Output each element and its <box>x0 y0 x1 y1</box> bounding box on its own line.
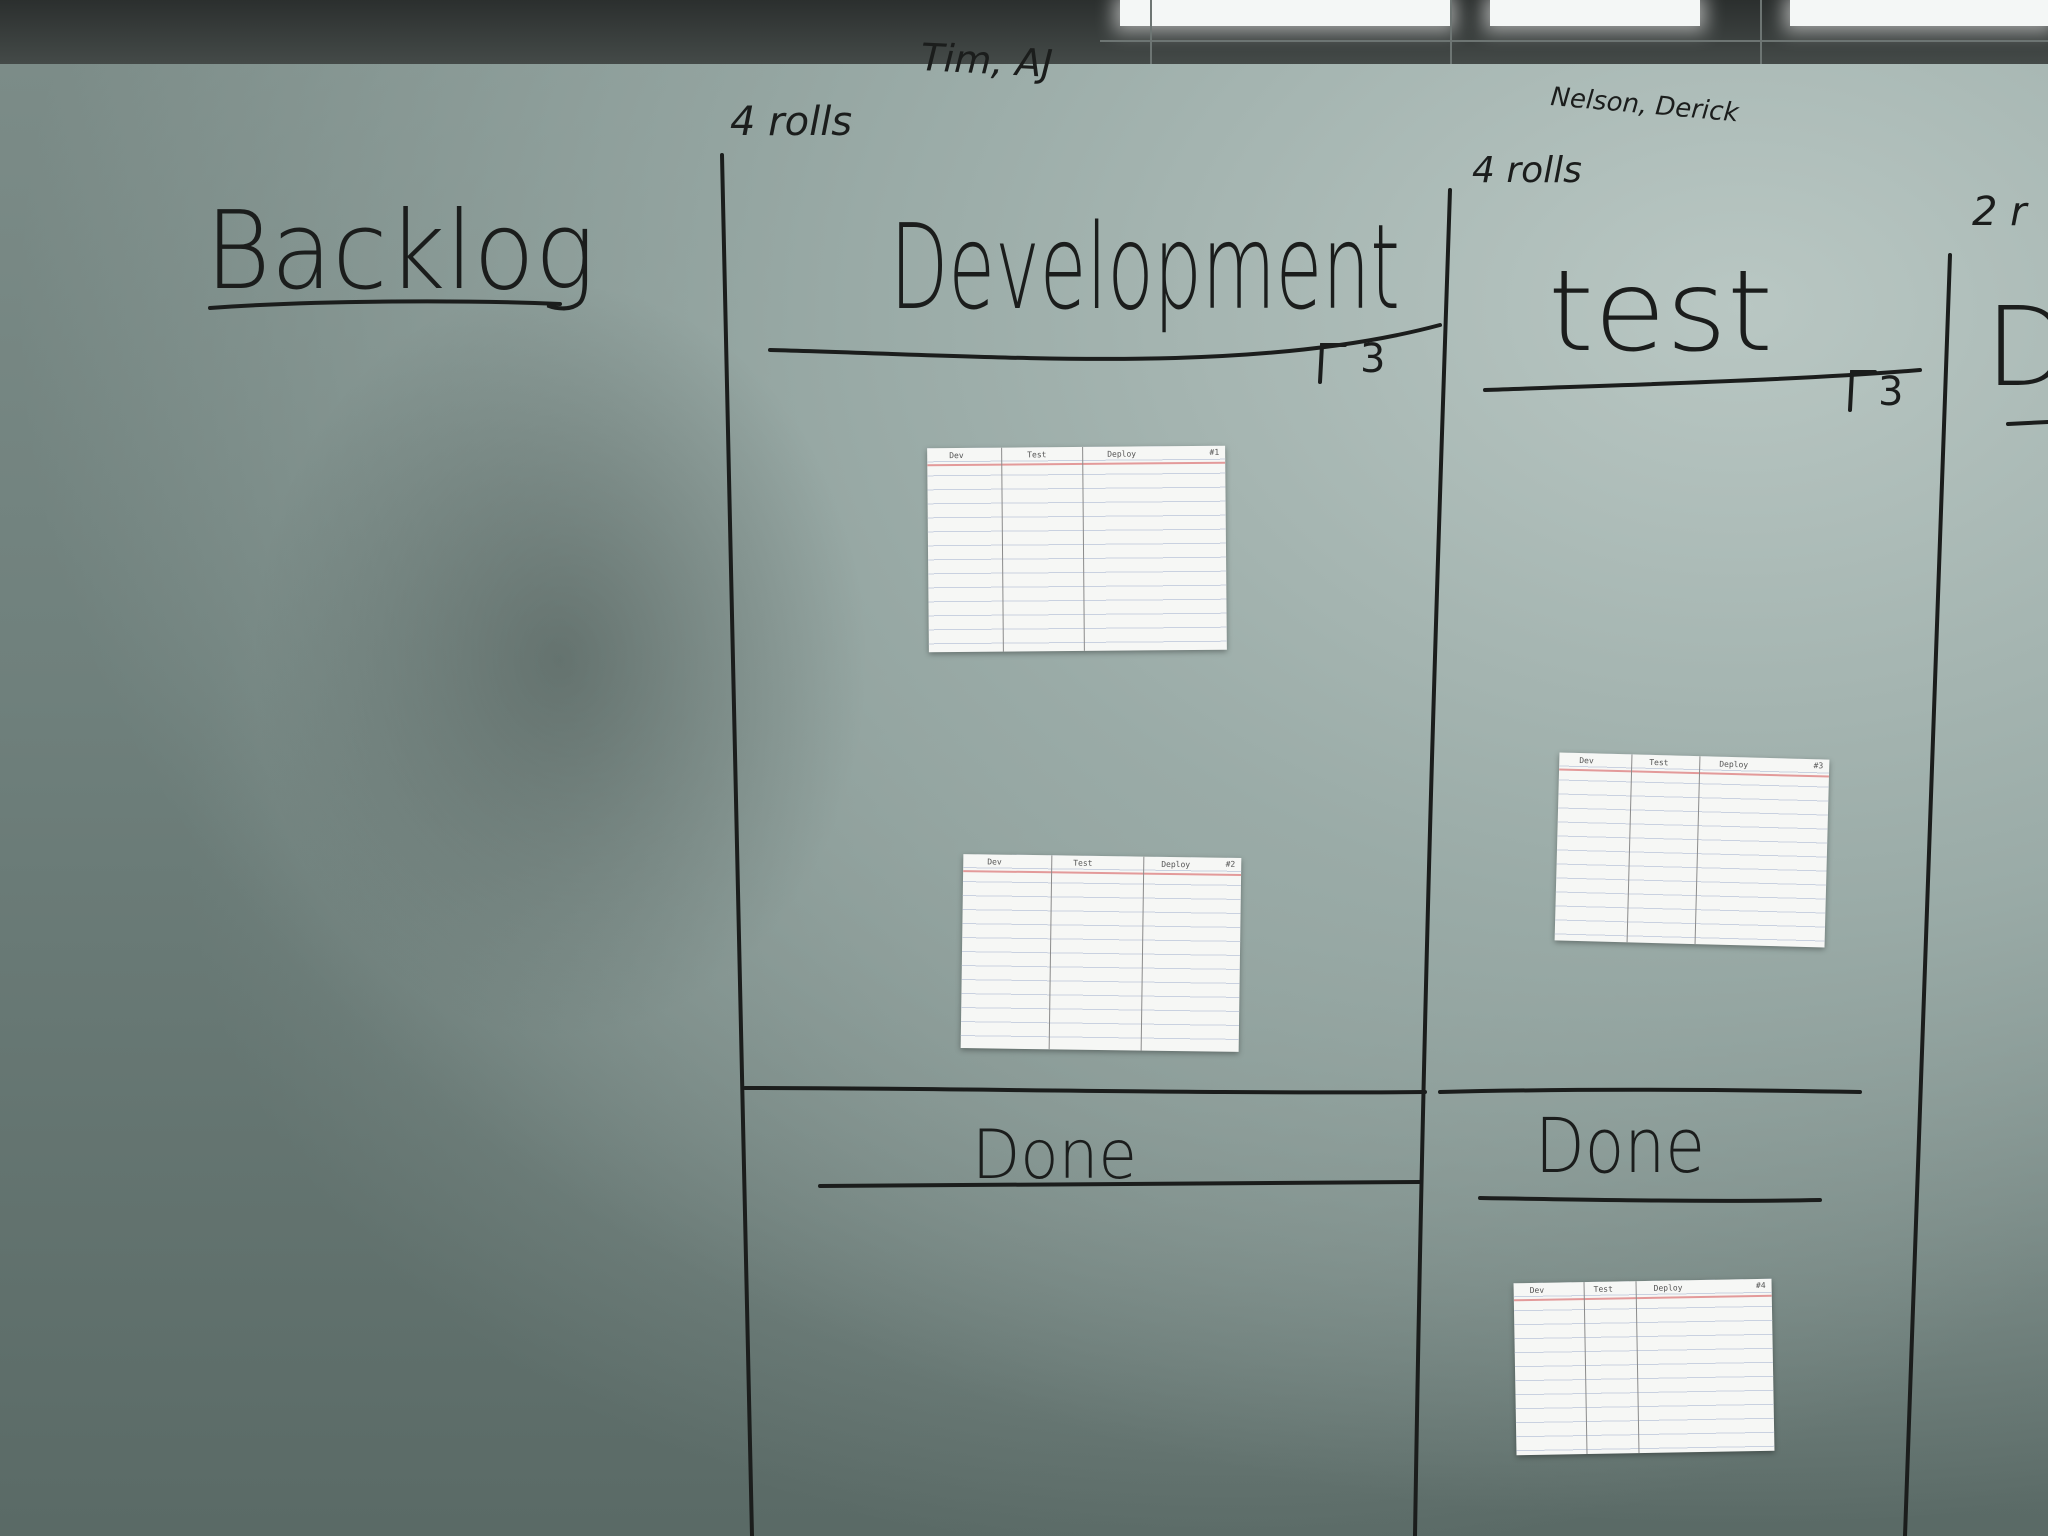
card-header-line <box>963 854 1242 876</box>
card-header-test: Test <box>1649 757 1669 768</box>
column-divider-dev-test <box>1413 188 1452 1536</box>
index-card[interactable]: Dev Test Deploy #3 <box>1554 752 1830 948</box>
dev-team-names: Tim, AJ <box>920 35 1054 86</box>
ceiling-grid <box>1150 0 1152 64</box>
card-column-line <box>1635 1281 1640 1454</box>
ceiling-grid <box>1100 40 2048 42</box>
card-number: #2 <box>1225 859 1236 869</box>
column-divider-backlog-dev <box>720 153 754 1536</box>
test-done-underline <box>1478 1196 1822 1203</box>
dev-done-divider <box>743 1086 1427 1095</box>
wip-limit-test-mark <box>1848 370 1877 412</box>
card-header-deploy: Deploy <box>1719 759 1749 770</box>
backlog-heading: Backlog <box>205 189 595 314</box>
card-column-line <box>1694 756 1701 945</box>
card-header-dev: Dev <box>987 857 1002 867</box>
dev-wip-limit: 3 <box>1360 336 1385 382</box>
wip-limit-dev-mark <box>1318 343 1347 384</box>
ceiling-grid <box>1760 0 1762 64</box>
ceiling <box>0 0 2048 64</box>
ceiling-light <box>1490 0 1700 26</box>
index-card[interactable]: Dev Test Deploy #1 <box>927 445 1227 653</box>
card-header-test: Test <box>1073 858 1093 868</box>
card-header-deploy: Deploy <box>1161 859 1191 870</box>
card-number: #1 <box>1209 447 1220 457</box>
backlog-underline <box>208 299 562 310</box>
dev-done-underline <box>818 1180 1422 1188</box>
ceiling-grid <box>1450 0 1452 64</box>
column-divider-test-next <box>1903 253 1952 1536</box>
card-header-deploy: Deploy <box>1107 449 1137 459</box>
dev-done-heading: Done <box>972 1116 1137 1195</box>
test-team-names: Nelson, Derick <box>1549 82 1740 128</box>
next-capacity: 2 r <box>1972 189 2029 235</box>
card-number: #3 <box>1813 761 1824 771</box>
card-header-dev: Dev <box>949 450 964 461</box>
next-heading: D <box>1985 283 2048 411</box>
ceiling-light <box>1120 0 1450 26</box>
card-column-line <box>1048 855 1053 1050</box>
card-header-dev: Dev <box>1579 756 1594 766</box>
card-header-test: Test <box>1027 450 1047 460</box>
card-header-test: Test <box>1593 1284 1613 1294</box>
photographer-reflection <box>250 280 870 1040</box>
index-card[interactable]: Dev Test Deploy #4 <box>1513 1278 1775 1456</box>
card-column-line <box>1001 447 1004 652</box>
ceiling-light <box>1790 0 2048 26</box>
development-heading: Development <box>890 198 1400 336</box>
dev-capacity: 4 rolls <box>730 99 852 145</box>
test-capacity: 4 rolls <box>1472 150 1582 191</box>
test-wip-limit: 3 <box>1878 369 1903 415</box>
test-done-heading: Done <box>1535 1101 1705 1190</box>
card-header-line <box>1513 1278 1772 1302</box>
index-card[interactable]: Dev Test Deploy #2 <box>960 854 1242 1052</box>
card-number: #4 <box>1755 1280 1766 1291</box>
card-column-line <box>1583 1282 1588 1455</box>
card-column-line <box>1082 446 1085 651</box>
next-underline <box>2006 420 2048 426</box>
card-header-dev: Dev <box>1529 1285 1545 1295</box>
card-column-line <box>1626 754 1633 943</box>
development-underline <box>768 323 1442 361</box>
card-header-line <box>927 445 1226 467</box>
test-heading: test <box>1548 247 1773 377</box>
card-column-line <box>1140 856 1145 1051</box>
test-done-divider <box>1438 1087 1862 1094</box>
card-header-deploy: Deploy <box>1653 1283 1683 1293</box>
